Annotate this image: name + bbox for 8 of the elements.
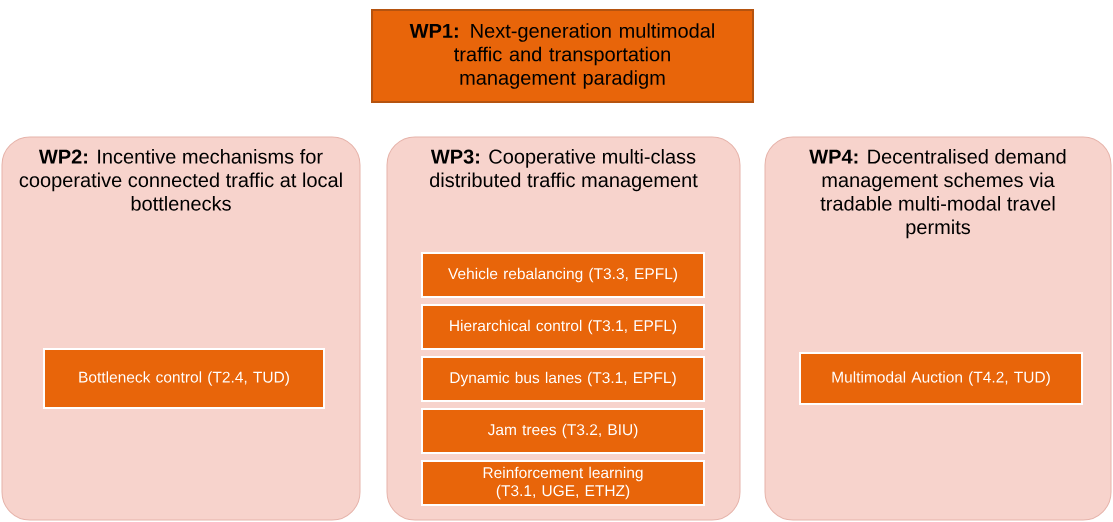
task-box: Bottleneck control (T2.4, TUD) (43, 348, 325, 409)
task-box: Jam trees (T3.2, BIU) (421, 408, 705, 454)
task-box: Reinforcement learning (T3.1, UGE, ETHZ) (421, 460, 705, 506)
task-box: Multimodal Auction (T4.2, TUD) (799, 352, 1083, 405)
title-box: WP1: Next-generation multimodal traffic and transportation management paradigm (371, 9, 754, 103)
task-box: Vehicle rebalancing (T3.3, EPFL) (421, 252, 705, 298)
task-box: Hierarchical control (T3.1, EPFL) (421, 304, 705, 350)
task-box: Dynamic bus lanes (T3.1, EPFL) (421, 356, 705, 402)
